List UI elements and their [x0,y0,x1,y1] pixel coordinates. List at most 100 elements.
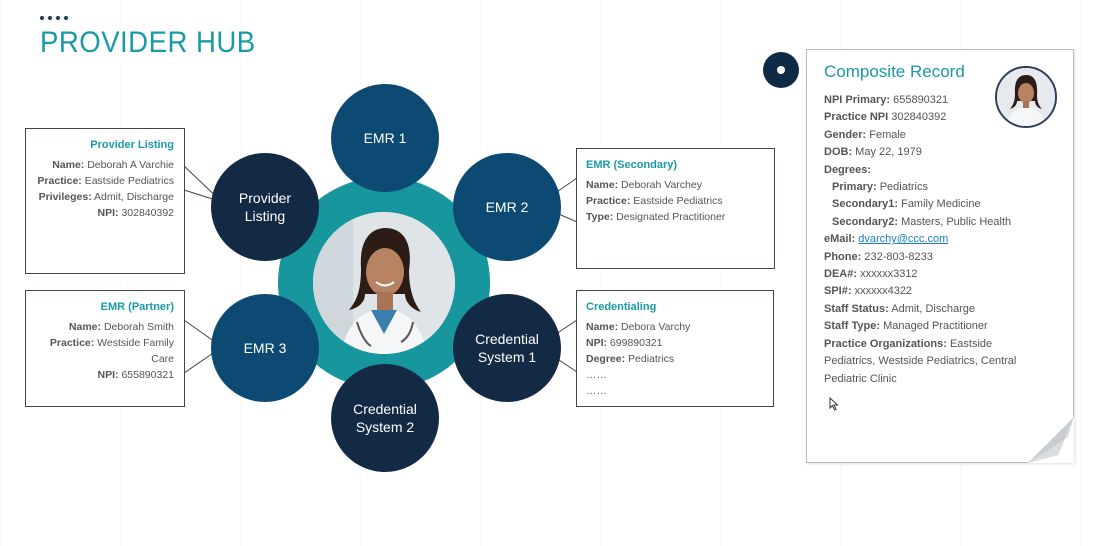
row-value: Debora Varchy [621,321,691,333]
info-row: Privileges: Admit, Discharge [26,189,174,205]
field-dea: DEA#: xxxxxx3312 [824,266,1029,283]
field-key: Gender: [824,128,867,141]
field-degree-secondary2: Secondary2: Masters, Public Health [824,214,1029,231]
node-emr-2[interactable]: EMR 2 [453,153,561,261]
node-credential-system-2-label: Credential System 2 [353,401,417,435]
field-practice-organizations: Practice Organizations: Eastside Pediatr… [824,336,1029,388]
field-value: Pediatrics [879,181,928,194]
page-curl-icon [1028,417,1074,463]
mouse-cursor-icon [829,397,839,411]
field-spi: SPI#: xxxxxx4322 [824,283,1029,300]
info-row: Practice: Westside Family [26,335,174,351]
node-credential-system-1[interactable]: Credential System 1 [453,294,561,402]
info-row: Care [26,351,174,367]
provider-listing-box: Provider Listing Name: Deborah A Varchie… [25,128,185,274]
field-value: Eastside Pediatrics, Westside Pediatrics… [824,337,1017,385]
row-value: 655890321 [121,369,174,381]
field-degree-secondary1: Secondary1: Family Medicine [824,196,1029,213]
box-title: EMR (Partner) [100,301,174,313]
row-value: Eastside Pediatrics [633,195,723,207]
field-value: Masters, Public Health [901,215,1012,228]
node-provider-listing-label: Provider Listing [238,190,292,224]
node-emr-1-label: EMR 1 [363,130,407,146]
field-npi-primary: NPI Primary: 655890321 [824,92,1029,109]
row-value: Westside Family [97,337,174,349]
node-credential-system-1-label: Credential System 1 [475,331,539,365]
credentialing-box: Credentialing Name: Debora Varchy NPI: 6… [576,290,774,407]
row-key: Type: [586,211,614,223]
row-key: NPI: [97,207,119,219]
field-degree-primary: Primary: Pediatrics [824,179,1029,196]
field-phone: Phone: 232-803-8233 [824,249,1029,266]
bullet-marker-icon [763,52,799,88]
node-emr-1[interactable]: EMR 1 [331,84,439,192]
row-value: Eastside Pediatrics [84,175,174,187]
info-row: Degree: Pediatrics [586,351,773,367]
row-key: NPI: [586,337,607,349]
field-key: DOB: [824,146,853,159]
provider-avatar [995,66,1057,128]
row-key: Practice: [586,195,631,207]
field-value: Family Medicine [901,198,981,211]
emr-partner-box: EMR (Partner) Name: Deborah Smith Practi… [25,290,185,407]
field-value: Admit, Discharge [891,302,975,315]
field-degrees: Degrees: [824,162,1029,179]
node-provider-listing[interactable]: Provider Listing [211,153,319,261]
field-value: xxxxxx3312 [860,268,918,281]
field-key: Staff Status: [824,302,889,315]
composite-record-card: Composite Record NPI Primary: 655890321 … [806,49,1074,463]
field-key: Secondary1: [832,198,899,211]
row-value: …… [586,369,607,381]
field-dob: DOB: May 22, 1979 [824,144,1029,161]
field-key: Secondary2: [832,215,899,228]
field-gender: Gender: Female [824,127,1029,144]
row-value: Care [151,353,174,365]
row-value: …… [586,385,607,397]
field-value: 655890321 [893,94,949,106]
field-staff-status: Staff Status: Admit, Discharge [824,301,1029,318]
info-row: Practice: Eastside Pediatrics [586,193,774,209]
row-key: Name: [586,179,619,191]
field-practice-npi: Practice NPI 302840392 [824,109,1029,126]
row-key: Name: [52,159,85,171]
info-row: Name: Deborah A Varchie [26,157,174,173]
row-value: 699890321 [609,337,663,349]
row-key: Name: [586,321,619,333]
row-key: Name: [68,321,102,333]
row-key: Degree: [586,353,626,365]
field-key: DEA#: [824,268,858,281]
row-value: Pediatrics [628,353,675,365]
composite-record-title: Composite Record [824,62,965,81]
row-value: Deborah Varchey [621,179,702,191]
row-value: Admit, Discharge [94,191,174,203]
emr-secondary-box: EMR (Secondary) Name: Deborah Varchey Pr… [576,148,775,269]
box-title: Provider Listing [90,139,174,151]
field-value: Managed Practitioner [883,320,988,333]
field-value: Female [869,128,906,141]
email-link[interactable]: dvarchy@ccc.com [858,233,949,246]
field-key: Phone: [824,250,862,263]
field-value: May 22, 1979 [855,146,922,159]
row-key: NPI: [97,369,119,381]
node-credential-system-2[interactable]: Credential System 2 [331,364,439,472]
field-key: Practice NPI [824,111,889,124]
row-value: Designated Practitioner [616,211,726,223]
info-row: NPI: 699890321 [586,335,773,351]
node-emr-3[interactable]: EMR 3 [211,294,319,402]
field-key: SPI#: [824,285,852,298]
row-key: Practice: [49,337,95,349]
field-staff-type: Staff Type: Managed Practitioner [824,318,1029,335]
row-value: Deborah A Varchie [87,159,174,171]
composite-record-fields: NPI Primary: 655890321 Practice NPI 3028… [824,92,1029,388]
row-value: Deborah Smith [103,321,174,333]
page-title: PROVIDER HUB [40,26,256,59]
info-row: Name: Debora Varchy [586,319,773,335]
info-row: NPI: 302840392 [26,205,174,221]
field-key: NPI Primary: [824,94,891,106]
row-key: Practice: [37,175,82,187]
row-value: 302840392 [121,207,174,219]
info-row: Practice: Eastside Pediatrics [26,173,174,189]
info-row: …… [586,367,773,383]
row-key: Privileges: [38,191,92,203]
info-row: NPI: 655890321 [26,367,174,383]
